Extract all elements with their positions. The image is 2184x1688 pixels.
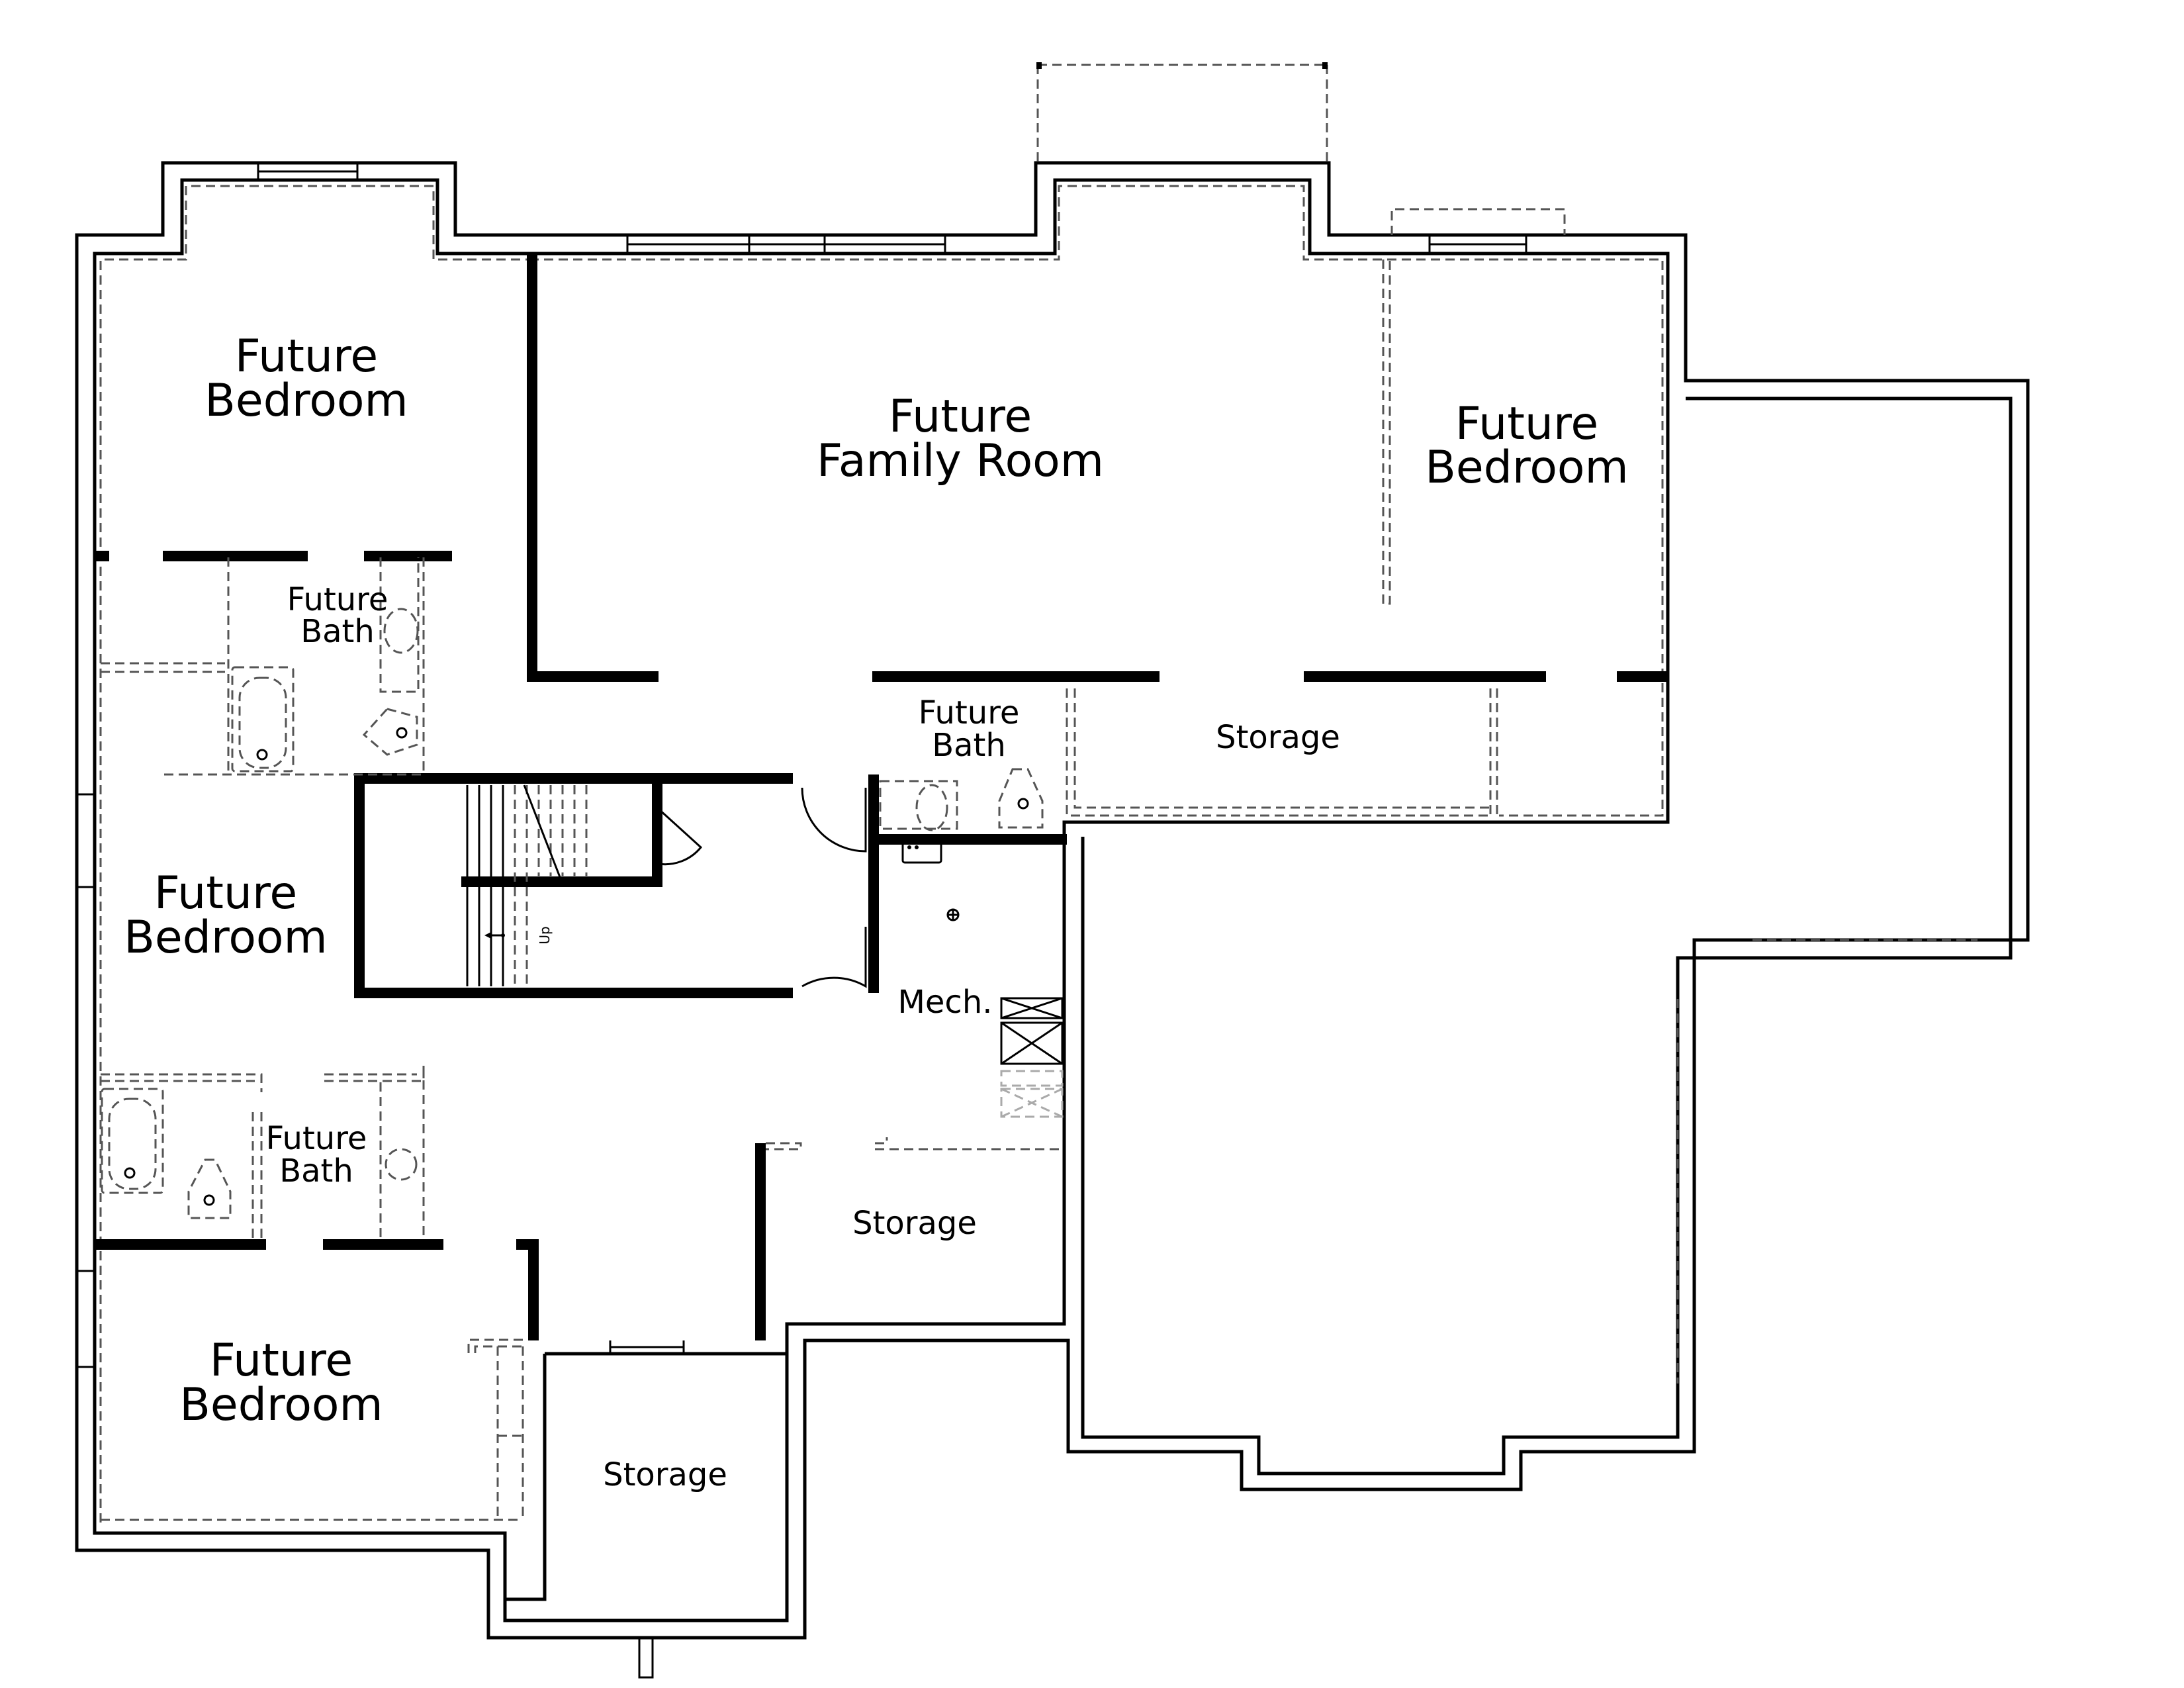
- room-label-bedroom-bottom-left-line1: Future: [210, 1335, 353, 1387]
- room-label-bath-bottom-left-line1: Future: [266, 1120, 367, 1157]
- door-swing-icon: [657, 808, 703, 866]
- mechanical-equipment: [766, 841, 1064, 1150]
- sink-icon: [385, 1148, 418, 1181]
- room-label-bath-center-line2: Bath: [932, 727, 1006, 764]
- room-label-bath-top-left-line1: Future: [287, 581, 388, 618]
- room-label-mech: Mech.: [897, 984, 992, 1021]
- room-label-bath-center-line1: Future: [919, 694, 1020, 731]
- room-label-bath-bottom-left-line2: Bath: [279, 1152, 353, 1190]
- room-label-bedroom-bottom-left-line2: Bedroom: [179, 1379, 383, 1431]
- room-label-family-room-line1: Future: [889, 391, 1032, 443]
- drain-icon: [256, 749, 268, 761]
- room-label-storage-right: Storage: [1216, 719, 1340, 756]
- furnace-icon: [1000, 997, 1064, 1118]
- room-label-bedroom-top-right-line2: Bedroom: [1425, 442, 1629, 494]
- room-labels: Future Bedroom Future Family Room Future…: [124, 330, 1629, 1493]
- interior-walls: [95, 254, 1668, 1340]
- door-swing-icon: [801, 787, 867, 853]
- doors: [657, 787, 867, 988]
- staircase: Up: [466, 784, 588, 986]
- room-label-bedroom-top-right-line1: Future: [1455, 398, 1599, 450]
- room-label-family-room-line2: Family Room: [817, 435, 1104, 487]
- room-label-storage-bottom: Storage: [603, 1456, 727, 1493]
- room-label-bedroom-mid-left-line2: Bedroom: [124, 912, 328, 964]
- bath-fixtures: [101, 557, 1044, 1239]
- room-label-bedroom-top-left-line1: Future: [235, 330, 379, 383]
- closet: [101, 1338, 528, 1521]
- room-label-bath-top-left-line2: Bath: [300, 613, 375, 650]
- drain-icon: [124, 1167, 136, 1179]
- sink-icon: [915, 784, 948, 831]
- sink-icon: [383, 608, 419, 654]
- room-label-bedroom-top-left-line2: Bedroom: [205, 375, 408, 427]
- water-heater-icon: [901, 841, 942, 864]
- stairs-up-label: Up: [537, 926, 553, 944]
- toilet-icon: [362, 708, 418, 756]
- exterior-walls: [75, 62, 2030, 1679]
- toilet-icon: [187, 1158, 232, 1219]
- room-label-bedroom-mid-left-line1: Future: [154, 867, 298, 919]
- toilet-icon: [998, 768, 1044, 829]
- room-label-storage-center: Storage: [852, 1205, 977, 1242]
- door-swing-icon: [801, 927, 867, 988]
- future-finish-lines: [99, 185, 1664, 1523]
